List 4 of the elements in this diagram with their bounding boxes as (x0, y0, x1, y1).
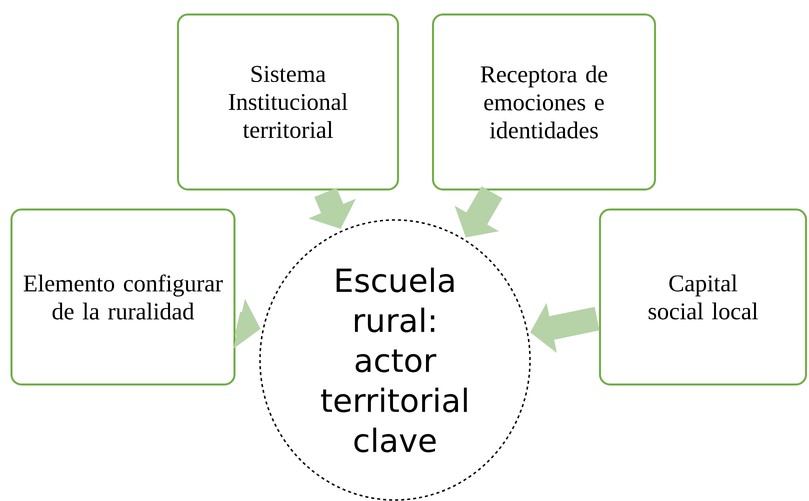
process-box: Capital social local (599, 208, 807, 386)
process-box: Receptora de emociones e identidades (432, 14, 656, 190)
process-box: Sistema Institucional territorial (177, 14, 399, 190)
process-box: Elemento configurar de la ruralidad (10, 208, 236, 386)
